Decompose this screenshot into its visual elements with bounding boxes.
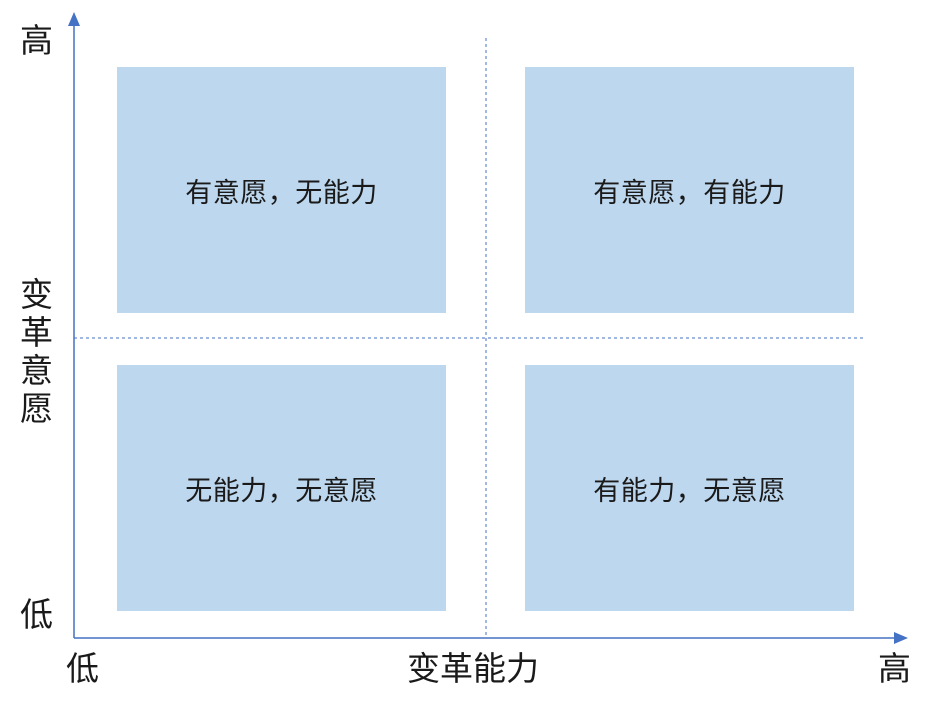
quadrant-bottom-left-label: 无能力，无意愿 — [185, 475, 378, 507]
x-axis-arrow-icon — [894, 632, 908, 644]
y-axis-high-label: 高 — [20, 21, 53, 60]
quadrant-top-left: 有意愿，无能力 — [117, 67, 446, 313]
y-axis-title: 变革意愿 — [20, 275, 53, 428]
quadrant-bottom-right: 有能力，无意愿 — [525, 365, 854, 611]
quadrant-top-right-label: 有意愿，有能力 — [593, 177, 786, 209]
x-axis-high-label: 高 — [878, 649, 911, 688]
y-axis-low-label: 低 — [20, 595, 53, 634]
x-axis-title: 变革能力 — [407, 649, 539, 688]
quadrant-bottom-right-label: 有能力，无意愿 — [593, 475, 786, 507]
x-axis-low-label: 低 — [66, 649, 99, 688]
quadrant-top-right: 有意愿，有能力 — [525, 67, 854, 313]
quadrant-bottom-left: 无能力，无意愿 — [117, 365, 446, 611]
y-axis-arrow-icon — [68, 12, 80, 26]
quadrant-top-left-label: 有意愿，无能力 — [185, 177, 378, 209]
